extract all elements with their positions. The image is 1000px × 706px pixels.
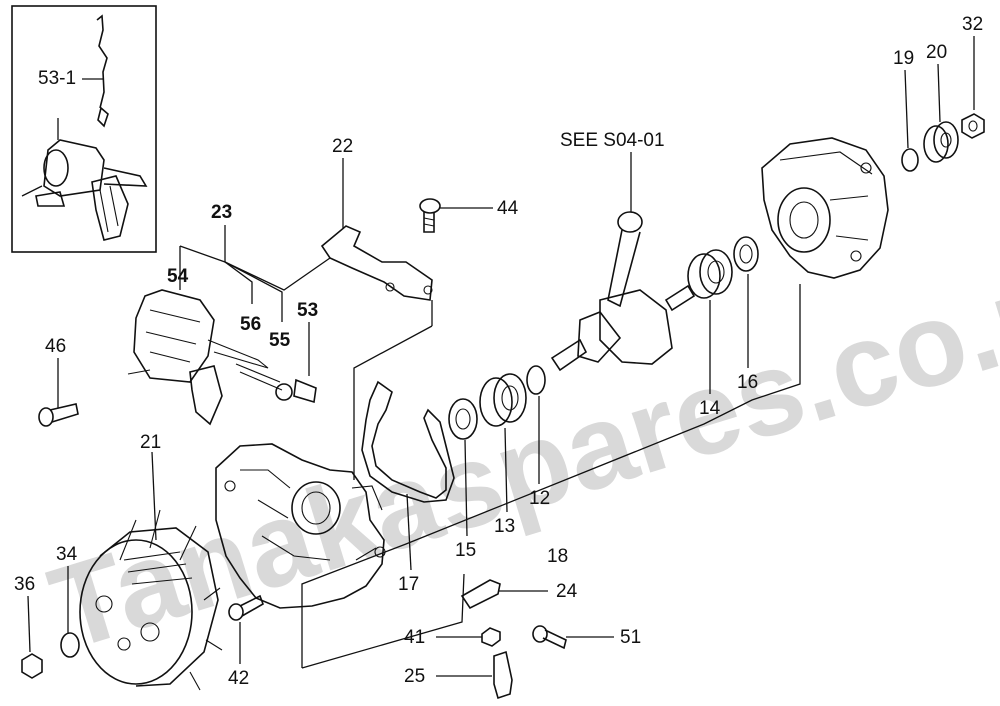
label-46: 46 [45,336,66,357]
label-19: 19 [893,48,914,69]
label-44: 44 [497,198,519,219]
label-51: 51 [620,627,641,648]
seal-16 [733,236,759,272]
label-15: 15 [455,540,476,561]
bolt-46 [38,403,79,427]
label-53: 53 [297,300,318,321]
bolt-44 [419,198,441,233]
bolt-51 [532,625,567,650]
nut-36 [21,653,43,679]
inset-ignition-coil [21,14,148,241]
crankshaft [550,211,696,372]
ignition-module [127,289,317,426]
washer-12 [526,365,546,395]
label-16: 16 [737,372,758,393]
leader-lines [27,36,975,677]
nut-41 [481,627,501,647]
inset-frame [11,5,157,253]
nut-32 [961,113,985,139]
washer-34 [60,632,80,658]
label-41: 41 [404,627,425,648]
label-13: 13 [494,516,515,537]
bearing-14 [687,249,733,299]
label-12: 12 [529,488,550,509]
screw-42 [228,594,264,621]
crankcase-left [215,443,386,609]
see-reference-label: SEE S04-01 [560,130,665,151]
bush-20 [923,121,959,163]
crankcase-right [761,137,889,279]
label-21: 21 [140,432,161,453]
watermark-text: Tanakaspares.co.uk [36,222,1000,676]
label-42: 42 [228,668,249,689]
label-14: 14 [699,398,721,419]
label-34: 34 [56,544,78,565]
label-36: 36 [14,574,35,595]
label-23: 23 [211,202,232,223]
label-32: 32 [962,14,983,35]
label-54: 54 [167,266,189,287]
gasket-17 [361,380,455,503]
bracket-22 [320,225,433,301]
screw-25 [493,650,513,700]
label-20: 20 [926,42,947,63]
washer-19 [901,148,919,172]
label-56: 56 [240,314,261,335]
label-24: 24 [556,581,578,602]
label-25: 25 [404,666,425,687]
stop-24 [460,579,501,610]
label-18: 18 [547,546,568,567]
label-22: 22 [332,136,353,157]
label-55: 55 [269,330,291,351]
label-17: 17 [398,574,419,595]
seal-15 [448,398,478,440]
label-53-1: 53-1 [38,68,76,89]
bearing-13 [479,373,527,427]
